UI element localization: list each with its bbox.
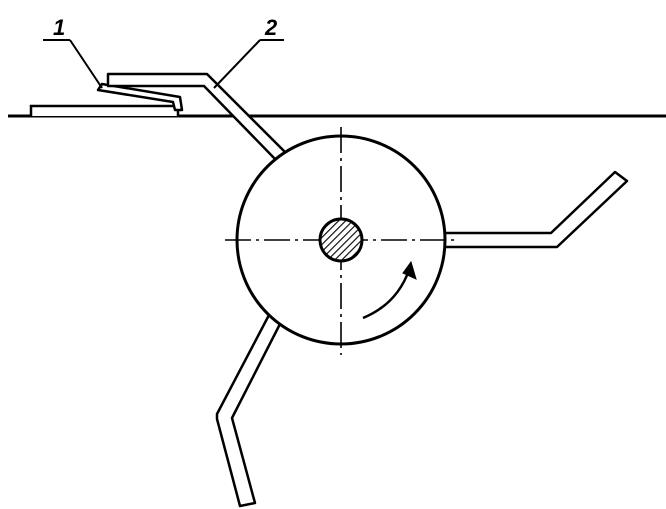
label-2: 2: [264, 15, 278, 40]
shaft-hub: [318, 217, 364, 263]
lower-left-arm: [215, 313, 283, 508]
leader-line-1-diag: [69, 39, 103, 89]
flap-part-1: [96, 82, 184, 112]
rotation-arrow: [362, 269, 411, 320]
label-1: 1: [53, 15, 65, 40]
leader-line-2-diag: [213, 39, 261, 89]
base-plate: [29, 104, 180, 116]
rotation-arrow-head-icon: [402, 260, 417, 280]
right-arm: [434, 170, 629, 249]
